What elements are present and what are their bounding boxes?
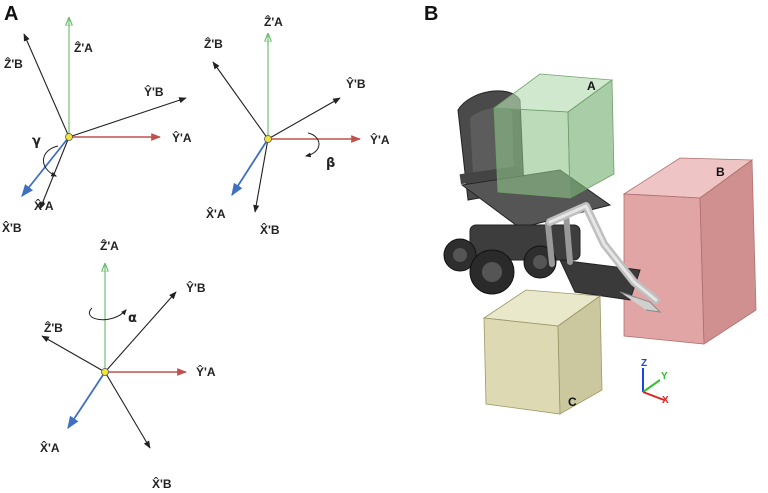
panel-a-label: A	[4, 3, 18, 25]
axis-y-b	[68, 97, 187, 138]
label-y-a: Ŷ'A	[172, 130, 192, 145]
rotation-arrow-beta	[304, 132, 320, 158]
coordinate-triad: Z Y X	[641, 358, 669, 406]
axis-x-b	[104, 371, 151, 449]
label-x-a: X̂'A	[34, 198, 54, 213]
axis-y-b	[267, 97, 341, 140]
axis-x-b	[253, 138, 269, 213]
origin-point	[65, 133, 73, 141]
label-z-a: Ẑ'A	[74, 40, 93, 55]
workspace-box-a	[492, 73, 615, 199]
box-b-label: B	[716, 165, 725, 179]
frame-gamma: Ẑ'A Ẑ'B Ŷ'B Ŷ'A X̂'A X̂'B γ	[2, 18, 192, 235]
workspace-box-b	[622, 157, 757, 345]
rotation-arrow-alpha	[89, 307, 127, 321]
angle-beta: β	[326, 156, 335, 171]
workspace-box-c	[482, 289, 603, 415]
label-z-b: Ẑ'B	[204, 36, 223, 51]
box-a-label: A	[587, 79, 596, 93]
axis-y-b	[104, 291, 177, 373]
label-z-a: Ẑ'A	[264, 14, 283, 29]
triad-y-axis	[642, 379, 661, 393]
label-y-b: Ŷ'B	[346, 76, 366, 91]
angle-alpha: α	[128, 311, 137, 326]
axis-x-a	[231, 138, 269, 197]
axis-z-b	[41, 335, 106, 373]
origin-point	[101, 368, 109, 376]
panel-b-label: B	[424, 3, 438, 25]
label-z-b: Ẑ'B	[44, 320, 63, 335]
axis-z-b	[212, 61, 269, 140]
triad-x-label: X	[662, 395, 669, 406]
axis-x-a	[67, 371, 106, 430]
origin-point	[264, 135, 272, 143]
box-c-label: C	[568, 395, 577, 409]
angle-gamma: γ	[32, 134, 41, 149]
label-y-b: Ŷ'B	[144, 84, 164, 99]
label-z-a: Ẑ'A	[100, 238, 119, 253]
label-z-b: Ẑ'B	[4, 56, 23, 71]
rotation-arrow-gamma	[43, 145, 59, 177]
label-x-b: X̂'B	[152, 476, 172, 491]
wheelchair-scene: A B C	[443, 73, 757, 415]
axis-z-b	[23, 33, 70, 138]
label-y-a: Ŷ'A	[196, 364, 216, 379]
frame-beta: Ẑ'A Ẑ'B Ŷ'B Ŷ'A X̂'A X̂'B β	[204, 14, 390, 237]
label-x-b: X̂'B	[260, 222, 280, 237]
label-x-a: X̂'A	[40, 440, 60, 455]
axis-x-a	[21, 136, 70, 197]
label-x-b: X̂'B	[2, 220, 22, 235]
triad-y-label: Y	[661, 371, 668, 382]
label-y-b: Ŷ'B	[186, 280, 206, 295]
label-x-a: X̂'A	[206, 206, 226, 221]
triad-z-label: Z	[641, 358, 647, 369]
frame-alpha: Ẑ'A Ẑ'B Ŷ'B Ŷ'A X̂'A X̂'B α	[40, 238, 216, 491]
triad-x-axis	[642, 391, 665, 401]
label-y-a: Ŷ'A	[370, 132, 390, 147]
